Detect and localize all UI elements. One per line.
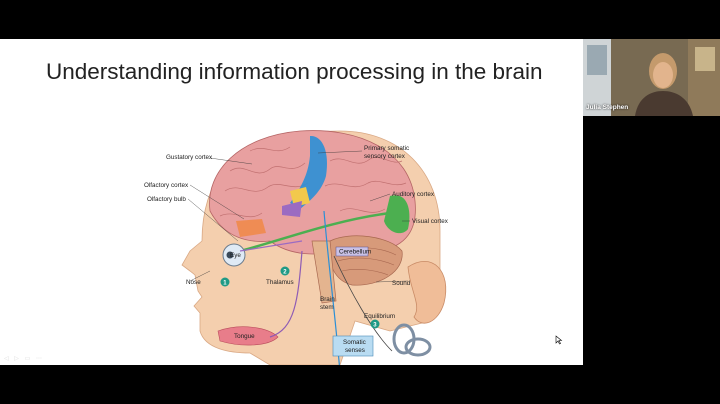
next-slide-icon[interactable]: ▷ — [14, 356, 21, 362]
participant-name: Julia Stephen — [586, 104, 628, 111]
label-stem: stem — [320, 304, 334, 311]
label-equilibrium: Equilibrium — [364, 313, 395, 320]
label-eye: Eye — [230, 252, 241, 259]
label-sensory-cortex: sensory cortex — [364, 153, 406, 160]
slide-menu-icon[interactable]: ▭ — [25, 356, 33, 362]
label-sound: Sound — [392, 280, 411, 287]
label-visual-cortex: Visual cortex — [412, 218, 449, 225]
slide-controls[interactable]: ◁ ▷ ▭ ⋯ — [4, 355, 44, 362]
label-brain: Brain — [320, 296, 335, 303]
participant-video-tile[interactable]: Julia Stephen — [583, 39, 720, 116]
label-olfactory-bulb: Olfactory bulb — [147, 196, 186, 203]
previous-slide-icon[interactable]: ◁ — [4, 356, 11, 362]
label-auditory-cortex: Auditory cortex — [392, 191, 435, 198]
slide-title: Understanding information processing in … — [46, 58, 546, 86]
label-senses: senses — [345, 347, 365, 354]
label-tongue: Tongue — [234, 333, 255, 340]
label-primary-somatic: Primary somatic — [364, 145, 409, 152]
label-olfactory-cortex: Olfactory cortex — [144, 182, 189, 189]
label-somatic: Somatic — [343, 339, 366, 346]
label-gustatory-cortex: Gustatory cortex — [166, 154, 213, 161]
label-nose: Nose — [186, 279, 201, 286]
inner-ear — [394, 325, 430, 355]
mouse-cursor-icon — [555, 335, 563, 345]
label-cerebellum: Cerebellum — [339, 249, 371, 256]
label-thalamus: Thalamus — [266, 279, 294, 286]
more-options-icon[interactable]: ⋯ — [36, 356, 44, 362]
presentation-slide: Understanding information processing in … — [0, 39, 583, 365]
brain-diagram: Cerebellum Gustatory cortex Primary soma… — [140, 91, 470, 365]
